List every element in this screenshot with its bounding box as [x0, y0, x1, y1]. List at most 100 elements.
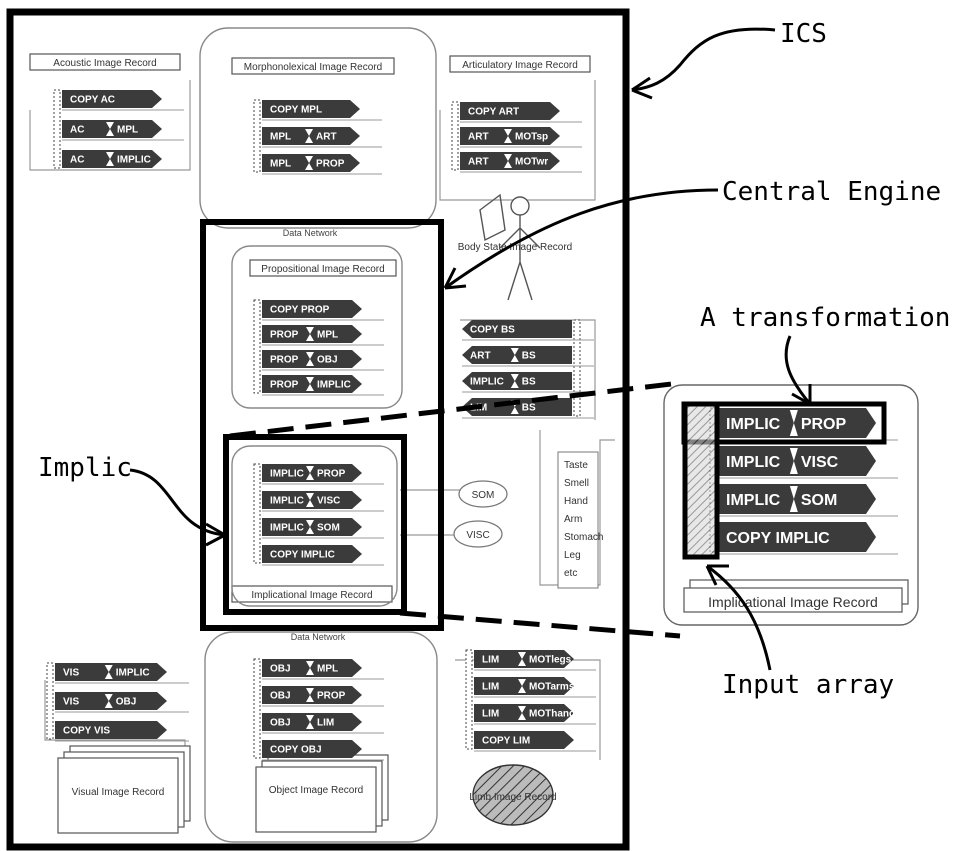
propositional-subsystem: [231, 245, 403, 409]
articulatory-input-array: [451, 101, 459, 171]
propositional-transformation-arrow: [262, 350, 362, 368]
central-engine-pointer-head: [443, 267, 467, 290]
body-input-item: Leg: [564, 550, 581, 561]
central-engine-pointer: [444, 188, 719, 290]
implicational-input-array: [253, 463, 261, 564]
ics-pointer-head: [631, 76, 653, 100]
implicational-subsystem: [231, 445, 398, 607]
body-input-item: Hand: [564, 496, 588, 507]
a-transformation-label: A transformation: [700, 303, 950, 333]
visual-transformation-source: VIS: [63, 668, 79, 679]
central-engine-frame: [200, 219, 444, 631]
zoom-transformation-source: IMPLIC: [726, 416, 781, 433]
implicational-transformation-bow-icon: [306, 466, 314, 480]
body-figure-icon: [479, 193, 541, 301]
implic-pointer: [129, 468, 226, 537]
propositional-transformation-bow-icon: [306, 352, 314, 366]
limb-record-icon: [472, 764, 554, 826]
zoom-transformation-arrow: [718, 522, 876, 552]
body-state-transformation-arrow: [462, 320, 572, 338]
data-network-top: [199, 27, 437, 229]
ics-label: ICS: [780, 19, 827, 49]
som-oval: [458, 480, 508, 508]
body-state-transformation-bow-icon: [510, 374, 519, 388]
object-input-array: [253, 658, 261, 759]
visc-label: VISC: [466, 530, 489, 541]
body-state-transformation-target: BS: [522, 377, 536, 388]
limb-transformation-target: MOTarms: [529, 682, 575, 693]
object-transformation-source: COPY OBJ: [270, 745, 322, 756]
implic-label: Implic: [38, 453, 132, 483]
limb-transformation-source: LIM: [482, 655, 499, 666]
implicational-transformation-source: COPY IMPLIC: [270, 550, 335, 561]
body-state-transformation-arrow: [462, 398, 572, 416]
input-array-box: [682, 401, 720, 560]
visual-transformation-target: IMPLIC: [116, 668, 150, 679]
record-headers: Acoustic Image Record Morphonolexical Im…: [29, 53, 591, 603]
articulatory-transformation-source: COPY ART: [468, 107, 519, 118]
visual-record-stack: [57, 745, 191, 834]
visual-record-label: Visual Image Record: [72, 787, 165, 798]
object-transformation-arrow: [262, 686, 362, 704]
morphonolexical-transformation-arrow: [262, 127, 360, 145]
ics-frame: [6, 8, 630, 851]
object-transformation-arrow: [262, 740, 362, 758]
visual-transformation-target: OBJ: [116, 697, 137, 708]
limb-transformation-source: LIM: [482, 709, 499, 720]
implicational-transformation-arrow: [262, 518, 362, 536]
articulatory-record-label: Articulatory Image Record: [462, 60, 578, 71]
limb-transformation-bow-icon: [518, 652, 526, 666]
limb-transformation-source: COPY LIM: [482, 736, 530, 747]
visual-transformation-bow-icon: [104, 665, 113, 679]
body-inputs-list: Taste Smell Hand Arm Stomach Leg etc: [557, 451, 603, 589]
morphonolexical-transformation-arrow: [262, 100, 360, 118]
articulatory-transformation-target: MOTwr: [515, 157, 548, 168]
zoom-transformation-arrow: [718, 408, 876, 438]
a-transformation-pointer-head: [791, 384, 812, 406]
body-state-input-array: [573, 319, 581, 417]
implicational-transformation-bow-icon: [306, 520, 314, 534]
visual-transformation-source: VIS: [63, 697, 79, 708]
articulatory-transformation-source: ART: [468, 157, 489, 168]
articulatory-transformation-arrow: [460, 102, 560, 120]
body-input-item: Arm: [564, 514, 582, 525]
input-array-pointer: [706, 564, 772, 671]
morphonolexical-transformation-source: MPL: [270, 132, 291, 143]
zoom-transformation-target: VISC: [801, 454, 839, 471]
body-state-transformation-target: BS: [522, 351, 536, 362]
morphonolexical-transformation-bow-icon: [305, 156, 314, 170]
implic-pointer-head: [205, 522, 226, 547]
implicational-transformation-target: SOM: [317, 523, 340, 534]
implicational-transformation-source: IMPLIC: [270, 496, 304, 507]
propositional-transformation-source: COPY PROP: [270, 305, 330, 316]
implic-frame: [223, 434, 407, 615]
som-label: SOM: [472, 490, 495, 501]
limb-transformation-arrow: [474, 704, 574, 722]
propositional-transformation-arrow: [262, 325, 362, 343]
zoom-transformation-bow-icon: [789, 486, 798, 512]
propositional-transformation-arrow: [262, 300, 362, 318]
data-network-bottom-label: Data Network: [291, 632, 346, 642]
propositional-transformation-source: PROP: [270, 380, 299, 391]
morphonolexical-record-label: Morphonolexical Image Record: [244, 62, 382, 73]
limb-transformation-arrow: [474, 731, 574, 749]
object-transformation-target: MPL: [317, 664, 338, 675]
articulatory-transformation-target: MOTsp: [515, 132, 548, 143]
propositional-transformation-bow-icon: [306, 327, 314, 341]
data-network-bottom: [204, 631, 438, 843]
acoustic-transformation-arrow: [62, 150, 162, 168]
object-transformation-source: OBJ: [270, 718, 291, 729]
acoustic-input-array: [53, 89, 61, 169]
propositional-record-label: Propositional Image Record: [261, 264, 384, 275]
object-transformation-bow-icon: [306, 715, 314, 729]
a-transformation-pointer: [784, 335, 812, 405]
zoom-transformation-bow-icon: [789, 410, 798, 436]
visc-oval: [453, 520, 503, 548]
limb-transformation-arrow: [474, 677, 574, 695]
morphonolexical-transformation-target: PROP: [316, 159, 345, 170]
body-input-item: Smell: [564, 478, 589, 489]
